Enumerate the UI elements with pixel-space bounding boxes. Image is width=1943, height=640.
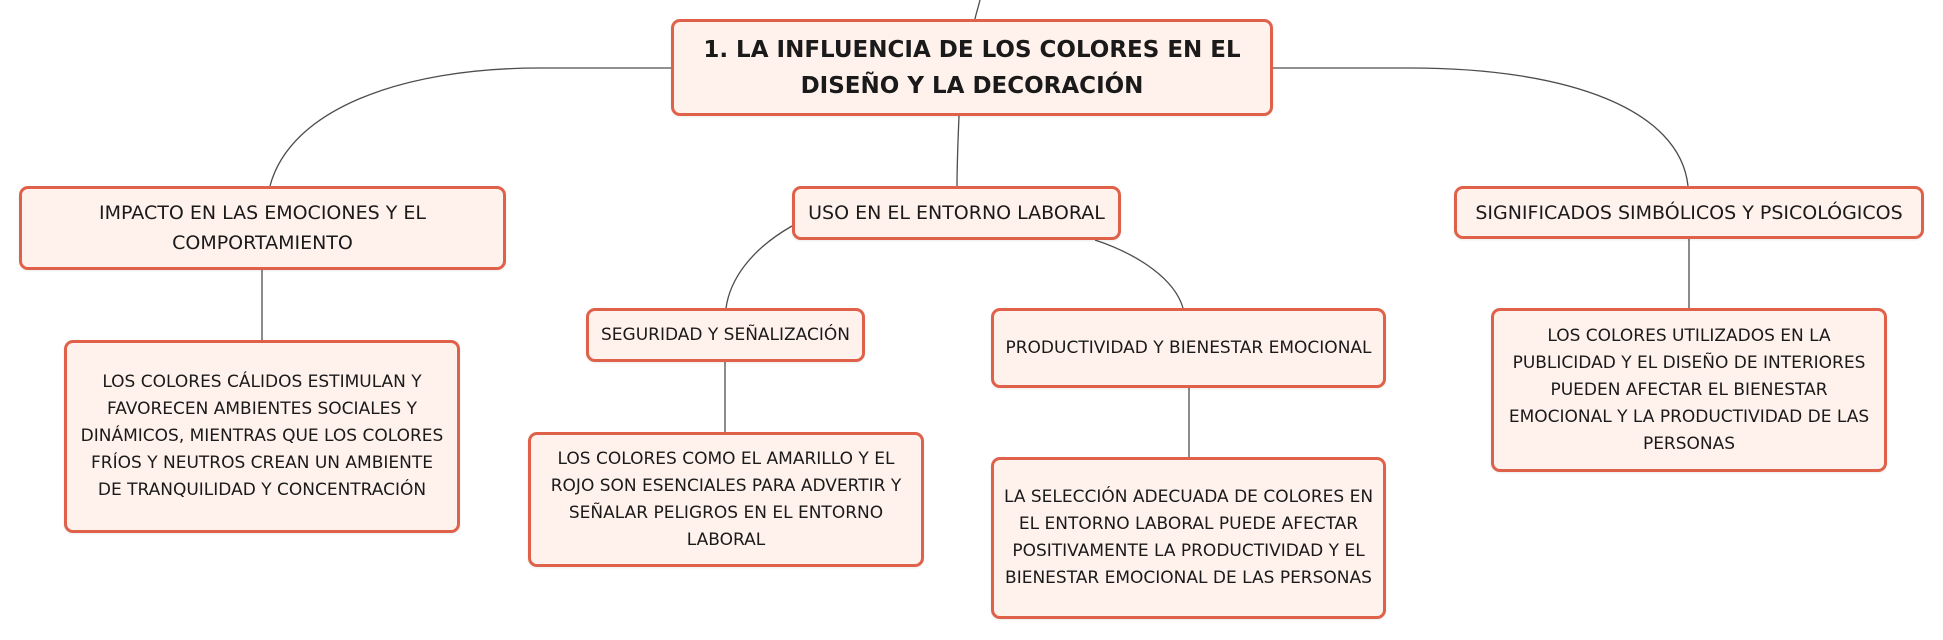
subtopic-seguridad[interactable]: SEGURIDAD Y SEÑALIZACIÓN: [586, 308, 865, 362]
detail-simbolicos-text: LOS COLORES UTILIZADOS EN LA PUBLICIDAD …: [1508, 325, 1870, 454]
detail-emociones[interactable]: LOS COLORES CÁLIDOS ESTIMULAN Y FAVORECE…: [64, 340, 460, 533]
topic-laboral-label: USO EN EL ENTORNO LABORAL: [808, 202, 1105, 224]
root-topic-label: 1. LA INFLUENCIA DE LOS COLORES EN EL DI…: [703, 36, 1241, 99]
detail-seguridad[interactable]: LOS COLORES COMO EL AMARILLO Y EL ROJO S…: [528, 432, 924, 567]
subtopic-productividad-label: PRODUCTIVIDAD Y BIENESTAR EMOCIONAL: [1005, 337, 1372, 358]
subtopic-productividad[interactable]: PRODUCTIVIDAD Y BIENESTAR EMOCIONAL: [991, 308, 1386, 388]
connector-root-to-emociones: [269, 67, 671, 187]
topic-simbolicos-label: SIGNIFICADOS SIMBÓLICOS Y PSICOLÓGICOS: [1475, 201, 1903, 224]
connector-laboral-to-productividad: [1094, 239, 1184, 309]
detail-productividad[interactable]: LA SELECCIÓN ADECUADA DE COLORES EN EL E…: [991, 457, 1386, 619]
detail-emociones-text: LOS COLORES CÁLIDOS ESTIMULAN Y FAVORECE…: [80, 372, 444, 500]
detail-seguridad-text: LOS COLORES COMO EL AMARILLO Y EL ROJO S…: [550, 448, 902, 550]
topic-laboral[interactable]: USO EN EL ENTORNO LABORAL: [792, 186, 1121, 240]
connector-laboral-to-seguridad: [725, 225, 793, 309]
topic-emociones-label: IMPACTO EN LAS EMOCIONES Y EL COMPORTAMI…: [99, 202, 426, 254]
connector-root-to-laboral: [956, 115, 960, 187]
topic-simbolicos[interactable]: SIGNIFICADOS SIMBÓLICOS Y PSICOLÓGICOS: [1454, 186, 1924, 239]
detail-productividad-text: LA SELECCIÓN ADECUADA DE COLORES EN EL E…: [1003, 487, 1374, 588]
subtopic-seguridad-label: SEGURIDAD Y SEÑALIZACIÓN: [601, 324, 850, 345]
root-topic[interactable]: 1. LA INFLUENCIA DE LOS COLORES EN EL DI…: [671, 19, 1273, 116]
detail-simbolicos[interactable]: LOS COLORES UTILIZADOS EN LA PUBLICIDAD …: [1491, 308, 1887, 472]
connector-parent-to-root: [974, 0, 981, 20]
connector-root-to-simbolicos: [1273, 67, 1689, 187]
topic-emociones[interactable]: IMPACTO EN LAS EMOCIONES Y EL COMPORTAMI…: [19, 186, 506, 270]
